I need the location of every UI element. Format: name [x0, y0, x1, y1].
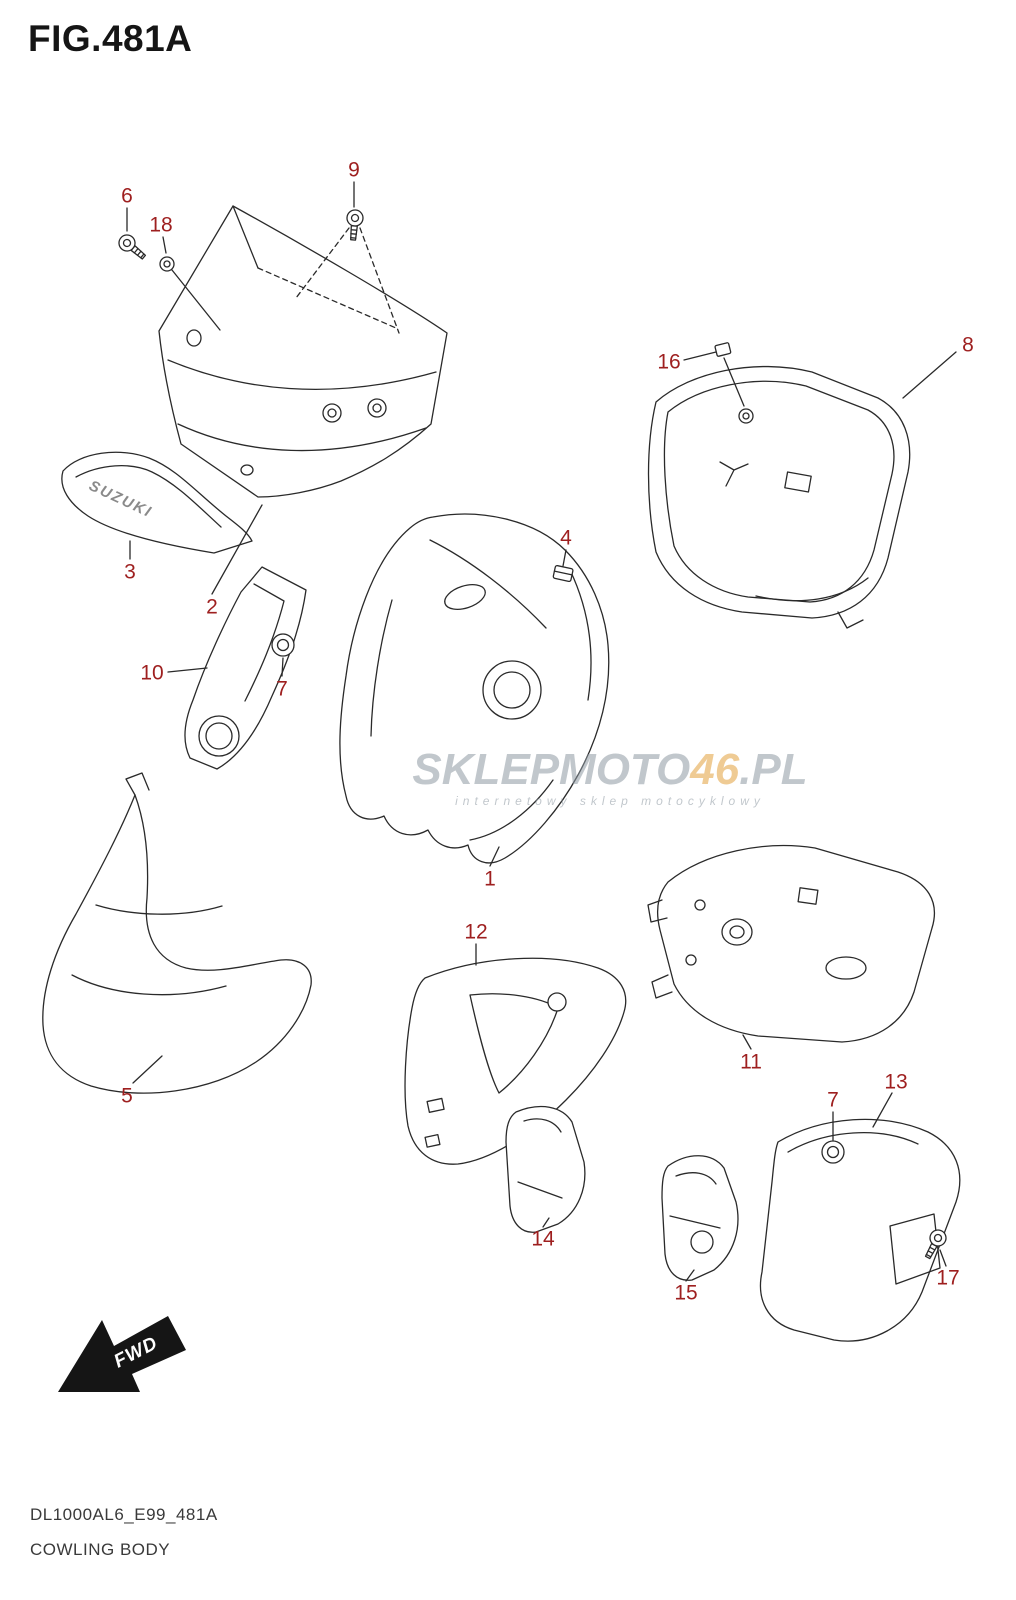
- part-label-9: 9: [348, 158, 360, 182]
- part-label-7b: 7: [827, 1088, 839, 1112]
- part-13-frame-cover: [759, 1118, 961, 1342]
- part-4-clip: [552, 565, 574, 583]
- part-label-1: 1: [484, 867, 496, 891]
- leader-lines: [126, 181, 957, 1282]
- part-label-14: 14: [531, 1227, 555, 1251]
- part-8-inner-panel-right: [647, 365, 911, 629]
- part-label-6: 6: [121, 184, 133, 208]
- part-7-grommet: [271, 633, 295, 657]
- figure-title: FIG.481A: [28, 18, 193, 59]
- part-5-under-cowl-left: [42, 772, 312, 1094]
- part-17-screw: [924, 1229, 947, 1260]
- part-3-meter-panel-trim: SUZUKI: [61, 451, 253, 554]
- footer-figure-name: COWLING BODY: [30, 1540, 171, 1559]
- part-18-grommet: [159, 256, 175, 272]
- part-label-7a: 7: [276, 677, 288, 701]
- part-2-windscreen-panel: [158, 205, 448, 498]
- footer-part-code: DL1000AL6_E99_481A: [30, 1505, 218, 1524]
- part-label-2: 2: [206, 595, 218, 619]
- part-label-18: 18: [149, 213, 173, 237]
- part-label-17: 17: [936, 1266, 960, 1290]
- part-6-screw: [118, 234, 147, 260]
- part-12-side-cowling: [404, 957, 627, 1165]
- part-label-10: 10: [140, 661, 164, 685]
- part-label-8: 8: [962, 333, 974, 357]
- part-label-4: 4: [560, 526, 572, 550]
- part-label-3: 3: [124, 560, 136, 584]
- part-label-13: 13: [884, 1070, 908, 1094]
- part-16-clip: [714, 342, 732, 357]
- part-label-12: 12: [464, 920, 488, 944]
- assembly-dashed-lines: [257, 227, 400, 334]
- part-7-grommet-2: [821, 1140, 845, 1164]
- part-11-lower-panel: [647, 844, 936, 1043]
- fwd-arrow: FWD: [58, 1316, 186, 1392]
- part-14-bracket: [505, 1105, 586, 1233]
- part-15-bracket: [661, 1155, 739, 1281]
- part-label-15: 15: [674, 1281, 698, 1305]
- part-label-16: 16: [657, 350, 681, 374]
- part-label-11: 11: [740, 1050, 762, 1074]
- part-9-screw: [346, 209, 364, 241]
- part-label-5: 5: [121, 1084, 133, 1108]
- part-1-front-cowling: [339, 513, 610, 864]
